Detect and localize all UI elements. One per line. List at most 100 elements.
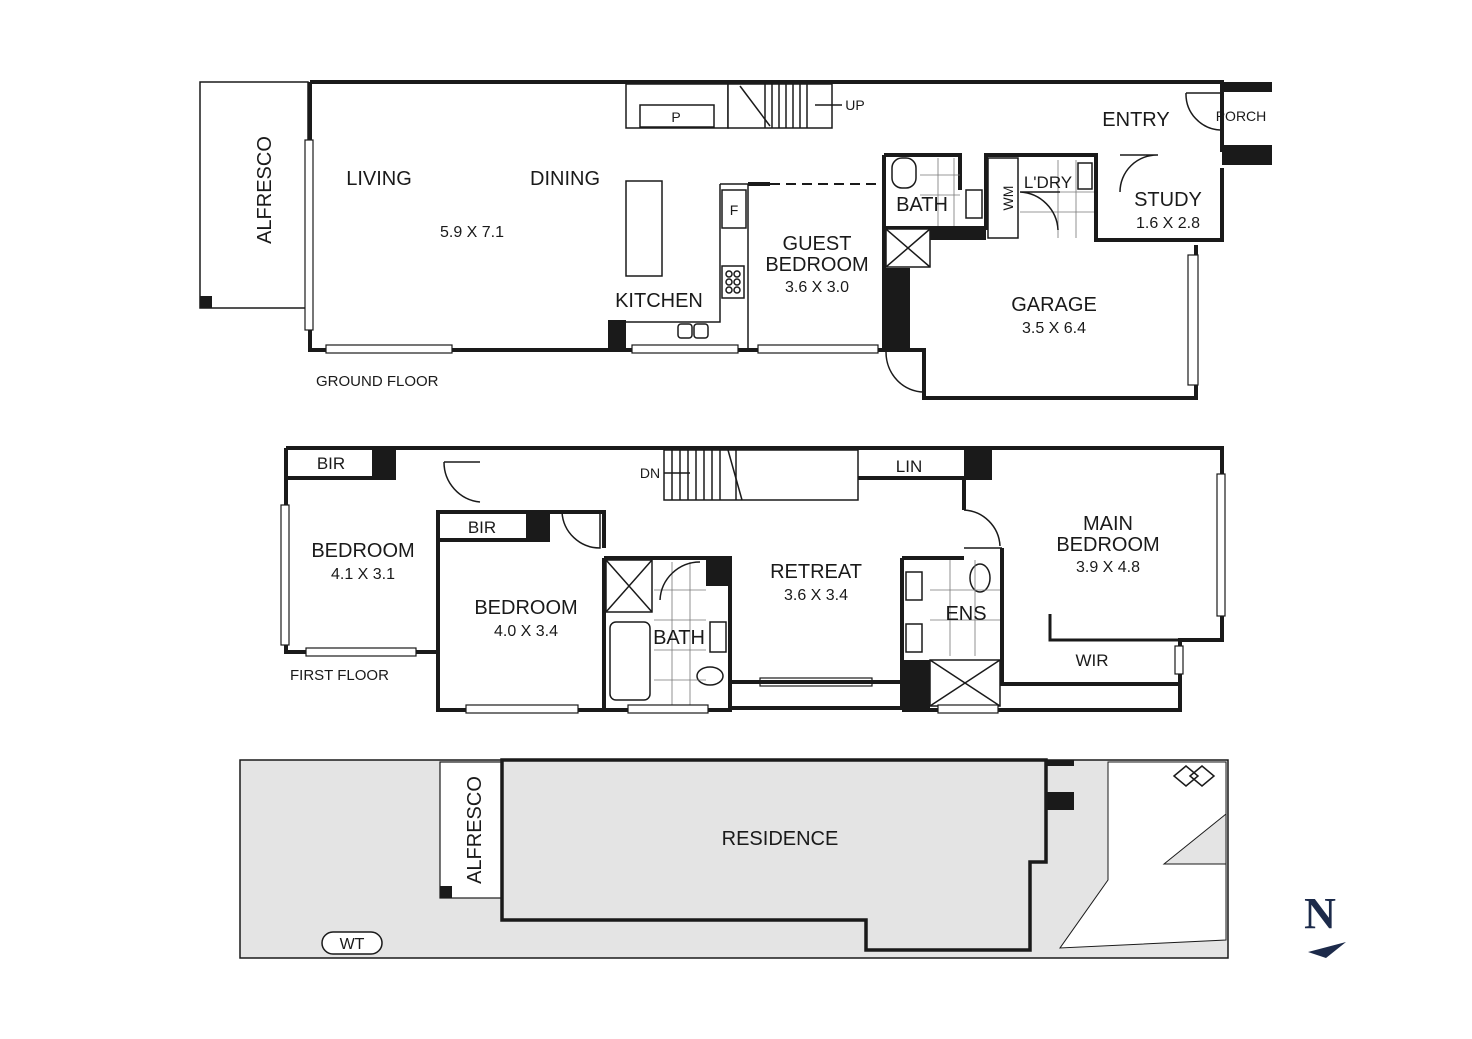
- garage-dim: 3.5 X 6.4: [1022, 320, 1086, 337]
- ensuite-vanity-1: [905, 571, 923, 601]
- ground-bath-vanity: [965, 189, 983, 219]
- wir-window: [1174, 645, 1184, 675]
- residence-pillar-1: [1046, 760, 1074, 766]
- linen-label: LIN: [896, 457, 922, 476]
- first-toilet-icon: [696, 666, 724, 686]
- study-door-swing: [1119, 154, 1159, 193]
- kitchen-sink-icon: [677, 323, 709, 339]
- guest-column: [884, 268, 910, 348]
- main-bedroom-label-2: BEDROOM: [1056, 534, 1159, 556]
- site-alfresco-post: [440, 886, 452, 898]
- guest-bedroom-label-2: BEDROOM: [765, 254, 868, 276]
- guest-bedroom-label-1: GUEST: [783, 233, 852, 255]
- ensuite-vanity-2: [905, 623, 923, 653]
- first-bath-window: [627, 704, 709, 714]
- fridge-label: F: [730, 202, 739, 218]
- ground-floor: ALFRESCO P UP F: [199, 80, 1272, 400]
- site-plan: ALFRESCO RESIDENCE WT: [239, 758, 1229, 959]
- main-bedroom-walls: [1048, 614, 1222, 642]
- kitchen-label: KITCHEN: [615, 290, 703, 312]
- study-dim: 1.6 X 2.8: [1136, 215, 1200, 232]
- wir-label: WIR: [1075, 651, 1108, 670]
- driveway-triangle: [1162, 812, 1227, 865]
- tree-icon: [1172, 765, 1216, 787]
- ensuite-column: [902, 660, 930, 710]
- main-bedroom-label-1: MAIN: [1083, 513, 1133, 535]
- living-dim: 5.9 X 7.1: [440, 224, 504, 241]
- bir-1-column: [372, 448, 396, 478]
- site-alfresco-label: ALFRESCO: [464, 776, 486, 884]
- study-label: STUDY: [1134, 189, 1202, 211]
- garage-door-swing: [885, 351, 925, 393]
- ensuite-window: [937, 704, 999, 714]
- first-floor-label: FIRST FLOOR: [290, 667, 389, 684]
- bir-2-column: [526, 512, 550, 542]
- ground-bath-label: BATH: [896, 194, 948, 216]
- first-bath-vanity: [709, 621, 727, 653]
- linen-column: [964, 450, 990, 478]
- porch-pillar-top: [1222, 82, 1272, 92]
- fridge-space: [721, 189, 747, 229]
- bedroom-2-window: [465, 704, 579, 714]
- kitchen-column: [608, 320, 626, 350]
- cooktop-icon: [721, 265, 745, 299]
- ground-stair: [727, 83, 833, 129]
- entry-door-swing: [1185, 92, 1222, 131]
- ground-toilet-icon: [891, 157, 917, 189]
- garage-window: [1187, 254, 1199, 386]
- laundry-tub: [1077, 162, 1093, 190]
- bathtub-icon: [609, 621, 651, 701]
- retreat-dim: 3.6 X 3.4: [784, 587, 848, 604]
- ground-bath-stub: [930, 228, 986, 240]
- first-bath-label: BATH: [653, 627, 705, 649]
- kitchen-island: [625, 180, 663, 277]
- guest-bedroom-dim: 3.6 X 3.0: [785, 279, 849, 296]
- site-alfresco-area: [439, 761, 503, 899]
- ground-alfresco-label: ALFRESCO: [254, 136, 276, 244]
- ground-alfresco-area: [199, 81, 309, 309]
- first-bath-tiles: [654, 562, 706, 706]
- stair-down-label: DN: [640, 465, 660, 481]
- living-label: LIVING: [346, 168, 412, 190]
- first-floor: BIR BEDROOM 4.1 X 3.1 BIR BEDROOM 4.0 X …: [280, 446, 1226, 714]
- pantry-box: [639, 104, 715, 128]
- bedroom-1-south-window: [305, 647, 417, 657]
- wm-label: WM: [1000, 186, 1016, 211]
- pantry-label: P: [671, 109, 680, 125]
- water-tank-icon: [321, 931, 383, 955]
- stair-up-label: UP: [845, 97, 864, 113]
- north-label: N: [1304, 889, 1336, 938]
- dining-label: DINING: [530, 168, 600, 190]
- laundry-door-swing: [1019, 191, 1060, 231]
- bedroom-2-door-swing: [561, 511, 601, 549]
- porch-pillar-bottom: [1222, 145, 1272, 165]
- kitchen-window: [631, 344, 739, 354]
- alfresco-post: [200, 296, 212, 308]
- water-tank-label: WT: [340, 936, 365, 953]
- bedroom-2-label: BEDROOM: [474, 597, 577, 619]
- bedroom-1-dim: 4.1 X 3.1: [331, 566, 395, 583]
- ground-floor-label: GROUND FLOOR: [316, 373, 439, 390]
- entry-label: ENTRY: [1102, 109, 1169, 131]
- ensuite-tiles: [930, 560, 1000, 656]
- living-window: [325, 344, 453, 354]
- guest-window: [757, 344, 879, 354]
- bedroom-2-dim: 4.0 X 3.4: [494, 623, 558, 640]
- ensuite-toilet-icon: [969, 563, 991, 593]
- bedroom-1-window: [280, 504, 290, 646]
- first-bath-column: [706, 558, 730, 586]
- driveway-area: [1059, 761, 1227, 949]
- first-stair: [663, 449, 859, 501]
- ensuite-door-swing: [963, 509, 1002, 549]
- laundry-label: L'DRY: [1024, 173, 1072, 192]
- residence-footprint: [500, 758, 1048, 952]
- bir-1-label: BIR: [317, 454, 345, 473]
- garage-label: GARAGE: [1011, 294, 1097, 316]
- porch-label: PORCH: [1216, 108, 1267, 124]
- bir-2-label: BIR: [468, 518, 496, 537]
- bedroom-1-label: BEDROOM: [311, 540, 414, 562]
- ground-bath-tiles: [920, 158, 960, 226]
- residence-label: RESIDENCE: [722, 828, 839, 850]
- compass: N: [1304, 889, 1346, 958]
- bedroom-1-door-swing: [443, 461, 481, 503]
